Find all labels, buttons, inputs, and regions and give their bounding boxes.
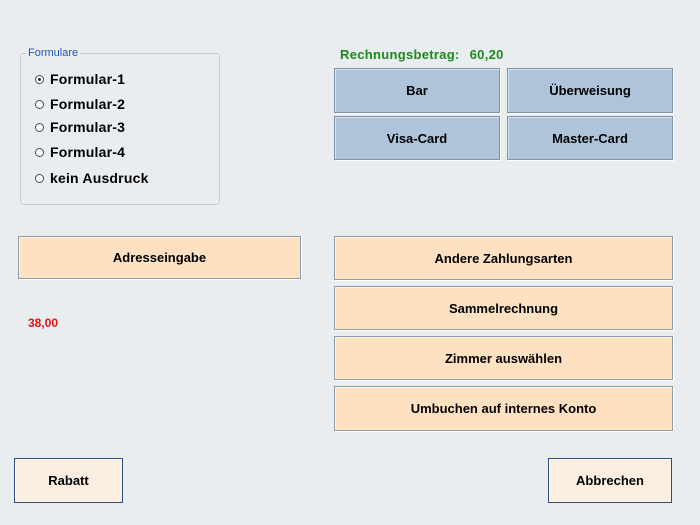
radio-formular-2[interactable]: Formular-2	[35, 96, 125, 112]
collective-invoice-button[interactable]: Sammelrechnung	[334, 286, 673, 330]
radio-unchecked-icon[interactable]	[35, 99, 44, 109]
discount-button[interactable]: Rabatt	[14, 458, 123, 503]
radio-kein-ausdruck[interactable]: kein Ausdruck	[35, 170, 149, 186]
cancel-button[interactable]: Abbrechen	[548, 458, 672, 503]
radio-label: kein Ausdruck	[50, 170, 149, 186]
address-entry-button[interactable]: Adresseingabe	[18, 236, 301, 279]
forms-groupbox: Formulare Formular-1 Formular-2 Formular…	[20, 47, 220, 205]
pay-cash-button[interactable]: Bar	[334, 68, 500, 113]
invoice-total-label: Rechnungsbetrag:	[340, 47, 460, 62]
other-payment-methods-button[interactable]: Andere Zahlungsarten	[334, 236, 673, 280]
forms-group-title: Formulare	[26, 47, 81, 59]
radio-label: Formular-4	[50, 144, 126, 160]
invoice-total-amount: 60,20	[469, 47, 504, 62]
select-room-button[interactable]: Zimmer auswählen	[334, 336, 673, 380]
radio-label: Formular-3	[50, 119, 126, 135]
pay-visa-button[interactable]: Visa-Card	[334, 116, 500, 160]
rebook-internal-account-button[interactable]: Umbuchen auf internes Konto	[334, 386, 673, 431]
radio-label: Formular-2	[50, 96, 126, 112]
invoice-total: Rechnungsbetrag: 60,20	[340, 47, 504, 62]
radio-unchecked-icon[interactable]	[35, 122, 44, 132]
radio-checked-icon[interactable]	[35, 74, 44, 84]
radio-formular-3[interactable]: Formular-3	[35, 119, 125, 135]
radio-unchecked-icon[interactable]	[35, 147, 44, 157]
pay-master-button[interactable]: Master-Card	[507, 116, 673, 160]
pay-transfer-button[interactable]: Überweisung	[507, 68, 673, 113]
secondary-amount: 38,00	[28, 316, 59, 330]
radio-label: Formular-1	[50, 71, 126, 87]
radio-formular-4[interactable]: Formular-4	[35, 144, 125, 160]
radio-unchecked-icon[interactable]	[35, 173, 44, 183]
radio-formular-1[interactable]: Formular-1	[35, 71, 125, 87]
